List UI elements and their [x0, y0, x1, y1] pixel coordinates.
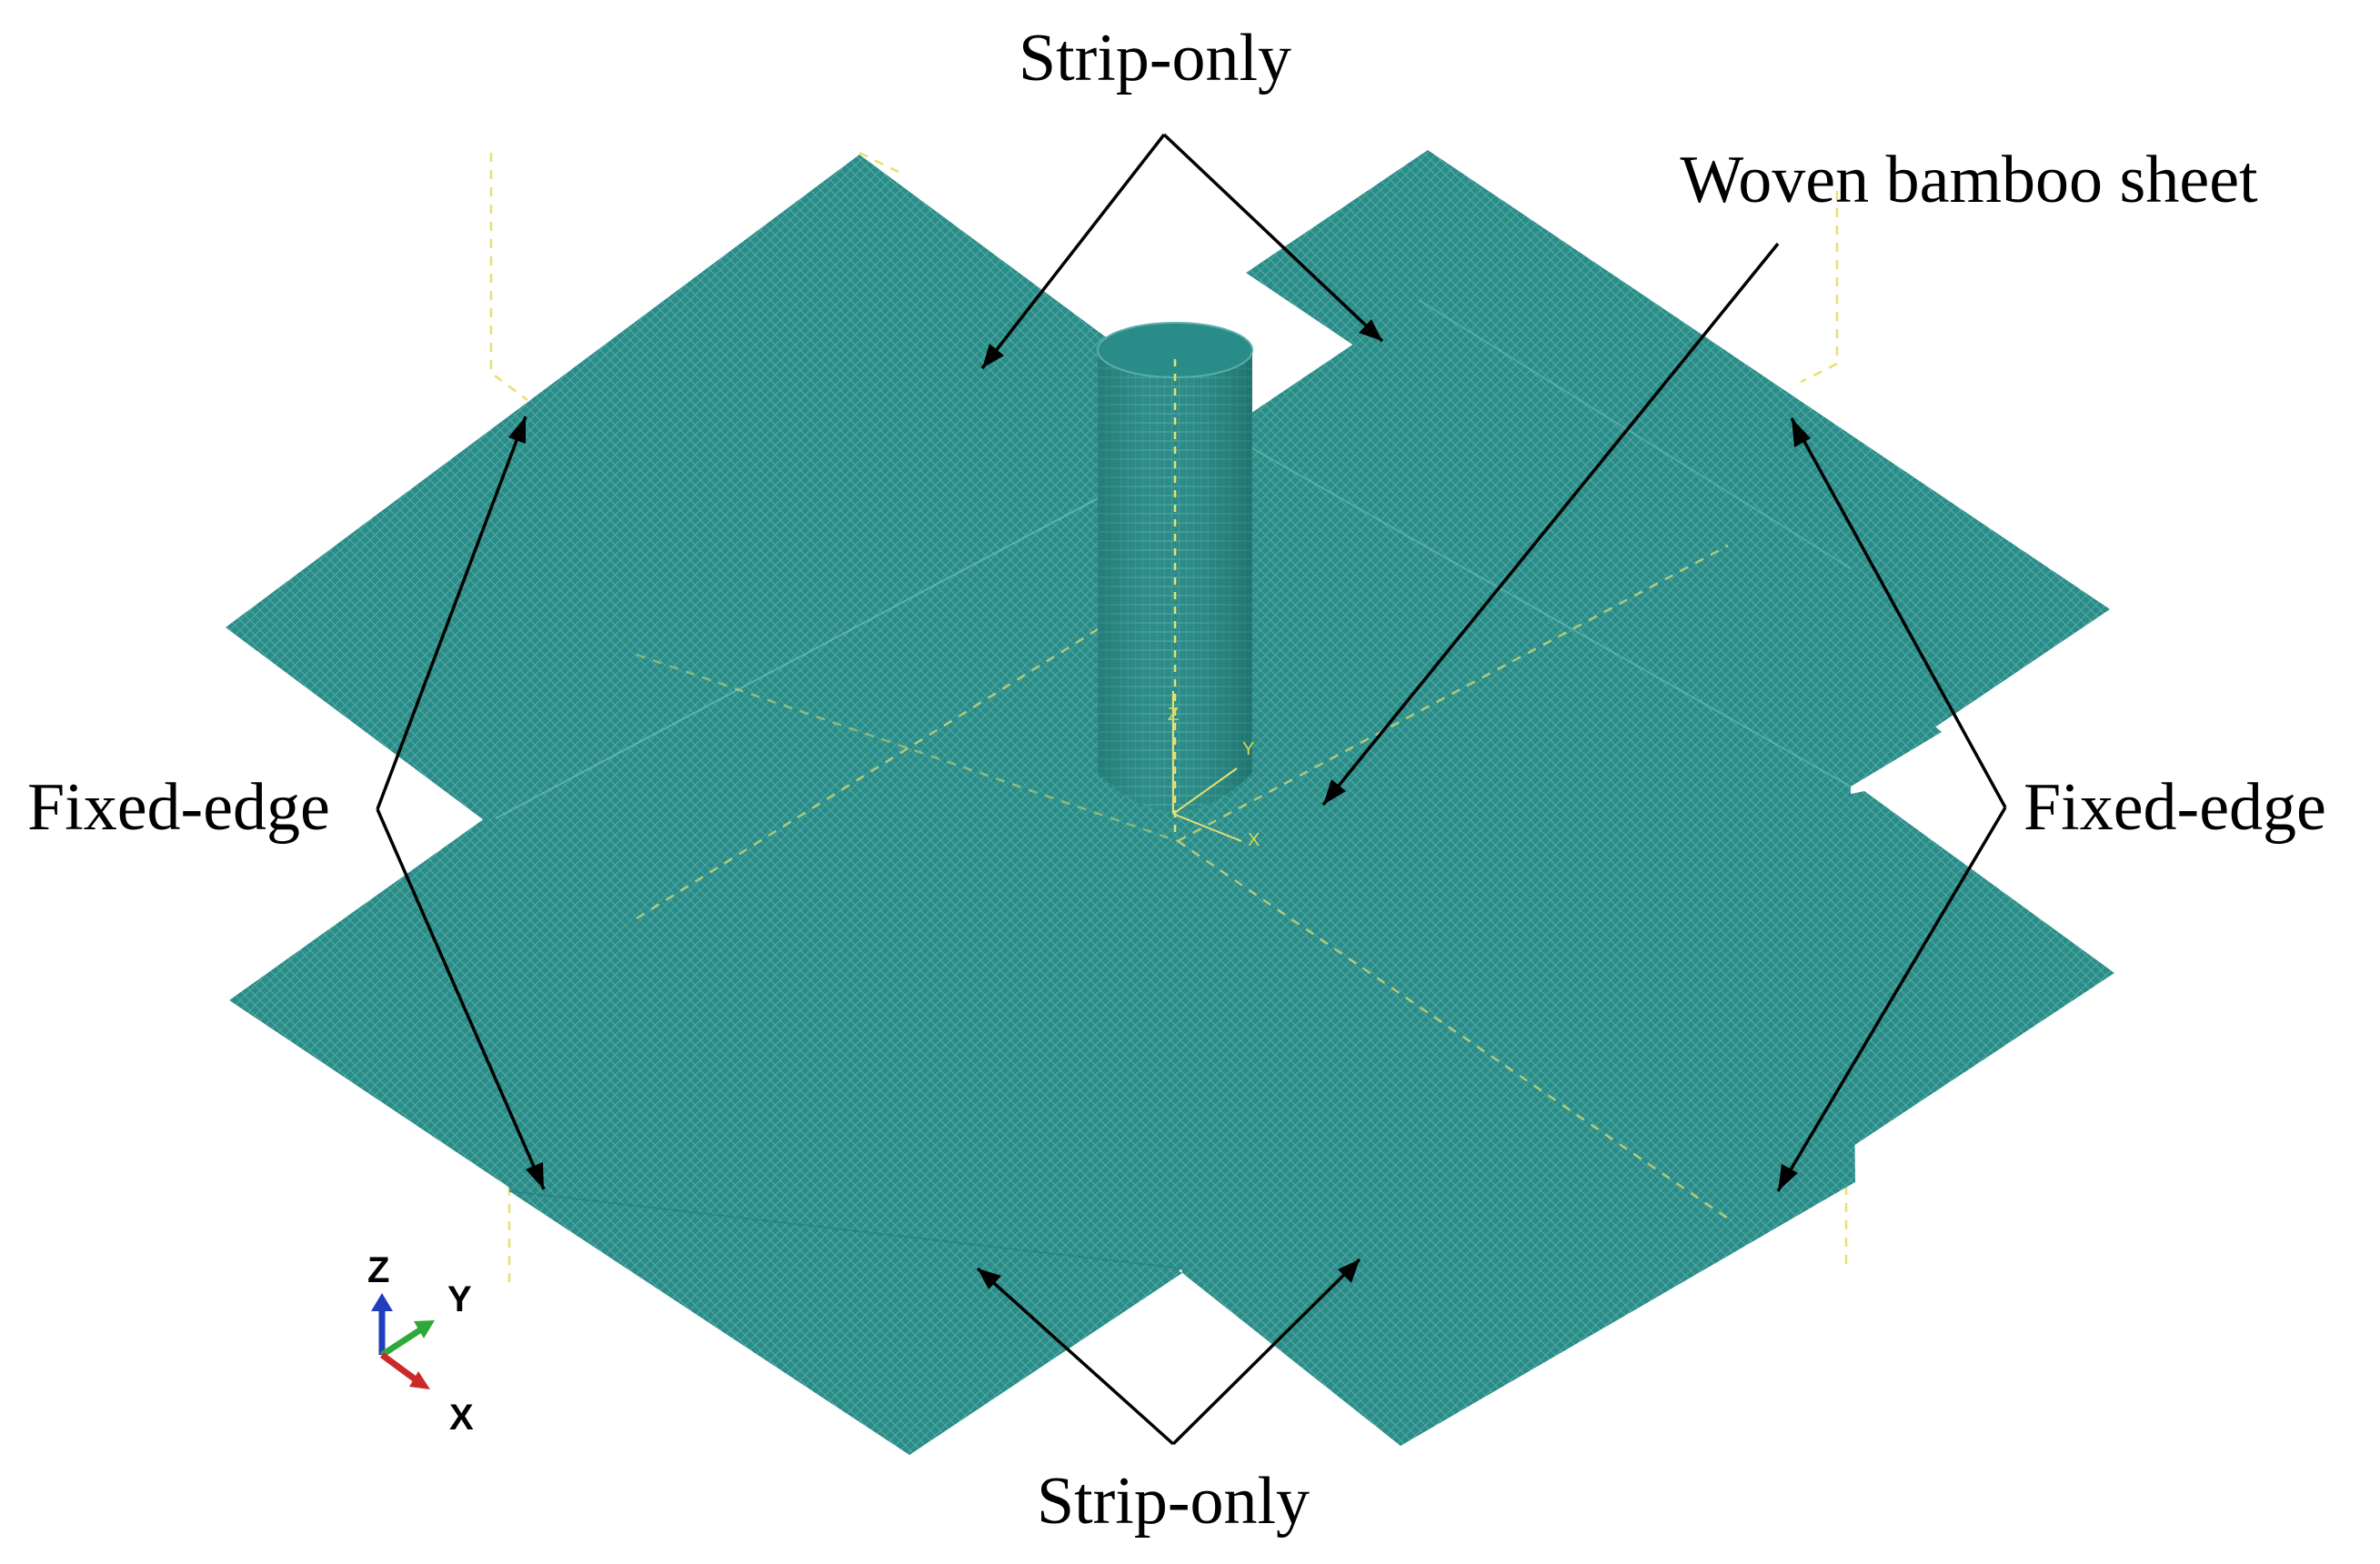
label-fixed-edge-left: Fixed-edge — [27, 770, 330, 845]
label-fixed-edge-right: Fixed-edge — [2024, 770, 2326, 845]
woven-bamboo-sheet — [226, 150, 2114, 1455]
label-strip-only-bottom: Strip-only — [1037, 1464, 1310, 1539]
triad-y: Y — [447, 1279, 472, 1319]
label-strip-only-top: Strip-only — [1019, 21, 1291, 95]
sheet-strip-upper-right — [1246, 150, 2110, 732]
triad-x: X — [449, 1398, 474, 1438]
frame-guides — [489, 151, 1848, 1282]
annotation-arrows — [376, 133, 2007, 1446]
triad-z: Z — [367, 1250, 389, 1290]
center-triad-y: Y — [1242, 739, 1254, 759]
projectile-cylinder — [1097, 322, 1253, 832]
sheet-center — [496, 300, 1942, 1455]
center-triad-z: Z — [1168, 705, 1179, 725]
center-triad: Z Y X — [1168, 691, 1260, 850]
sheet-strip-upper-left — [226, 155, 1228, 900]
triad-icon: Z Y X — [367, 1250, 474, 1438]
label-woven-bamboo-sheet: Woven bamboo sheet — [1680, 143, 2258, 217]
center-triad-x: X — [1248, 830, 1260, 850]
